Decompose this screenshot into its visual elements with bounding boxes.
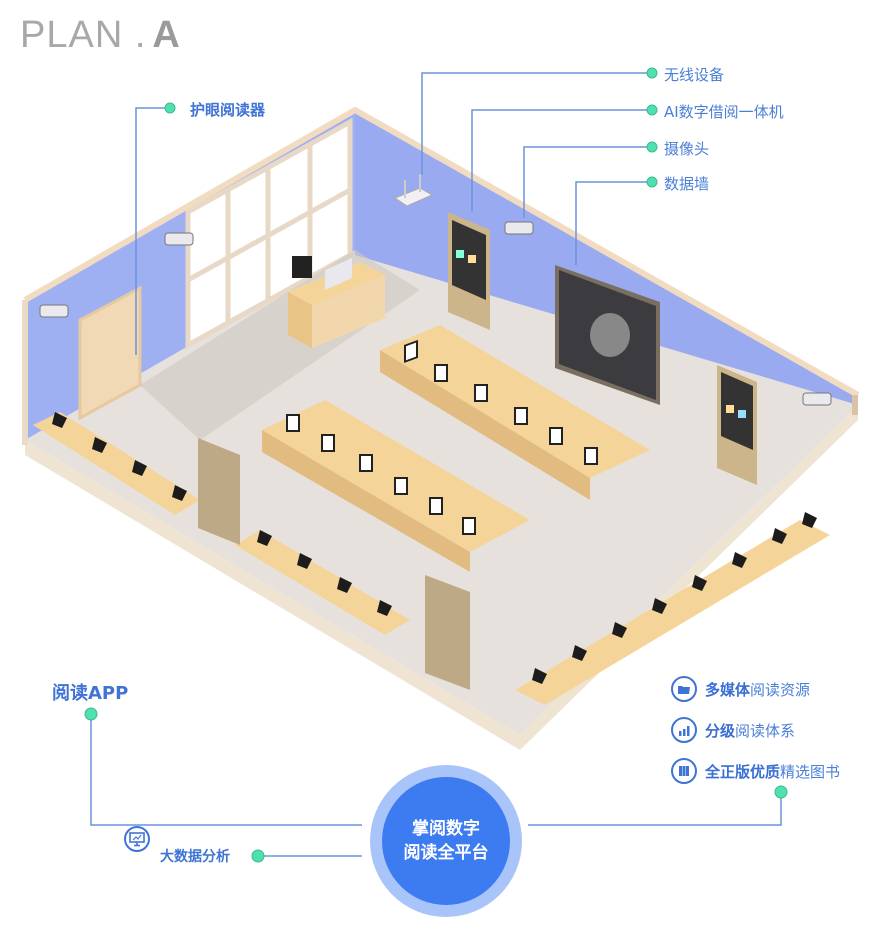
- callout-camera: 摄像头: [664, 140, 710, 158]
- callout-ai-kiosk: AI数字借阅一体机: [664, 103, 784, 121]
- callout-data-wall: 数据墙: [664, 175, 710, 193]
- reading-desk-upper: [380, 325, 650, 500]
- counter-left: [33, 412, 200, 515]
- feature-multimedia-rest: 阅读资源: [750, 680, 811, 699]
- folder-icon: [671, 676, 697, 702]
- feature-graded-bold: 分级: [705, 721, 736, 740]
- books-icon: [671, 758, 697, 784]
- feature-multimedia-bold: 多媒体: [705, 680, 751, 699]
- feature-books: 全正版优质精选图书: [671, 758, 840, 784]
- platform-hub: 掌阅数字 阅读全平台: [382, 777, 510, 905]
- feature-books-rest: 精选图书: [780, 762, 841, 781]
- callout-wireless: 无线设备: [664, 66, 725, 84]
- feature-books-bold: 全正版优质: [705, 762, 781, 781]
- ai-kiosk-2: [717, 365, 757, 485]
- reading-app-label: 阅读APP: [52, 683, 129, 704]
- plan-title: PLAN .A: [20, 14, 181, 57]
- counter-terminals: [52, 412, 817, 684]
- counter-front-left: [235, 530, 410, 635]
- plan-title-light: PLAN .: [20, 14, 147, 56]
- callout-eye-reader: 护眼阅读器: [190, 101, 266, 119]
- locker-left: [198, 438, 240, 545]
- floor-slab: [25, 405, 858, 750]
- counter-front-right: [515, 520, 830, 705]
- plan-title-bold: A: [152, 14, 181, 56]
- hub-line-2: 阅读全平台: [403, 843, 489, 863]
- monitor-chart-icon: [124, 826, 150, 852]
- camera-icons: [39, 221, 832, 406]
- feature-multimedia: 多媒体阅读资源: [671, 676, 810, 702]
- teacher-chair: [292, 256, 312, 278]
- eye-readers-lower: [286, 414, 476, 535]
- callout-dots: [84, 67, 788, 863]
- bar-chart-icon: [671, 717, 697, 743]
- callout-lines: [90, 72, 782, 857]
- data-wall-screen: [555, 265, 660, 405]
- ai-kiosk-1: [448, 212, 490, 330]
- feature-graded-rest: 阅读体系: [735, 721, 796, 740]
- wireless-router: [393, 174, 434, 207]
- locker-right: [425, 575, 470, 690]
- feature-graded: 分级阅读体系: [671, 717, 795, 743]
- eye-readers-upper: [404, 339, 598, 465]
- hub-line-1: 掌阅数字: [412, 819, 480, 839]
- big-data-label: 大数据分析: [160, 849, 230, 865]
